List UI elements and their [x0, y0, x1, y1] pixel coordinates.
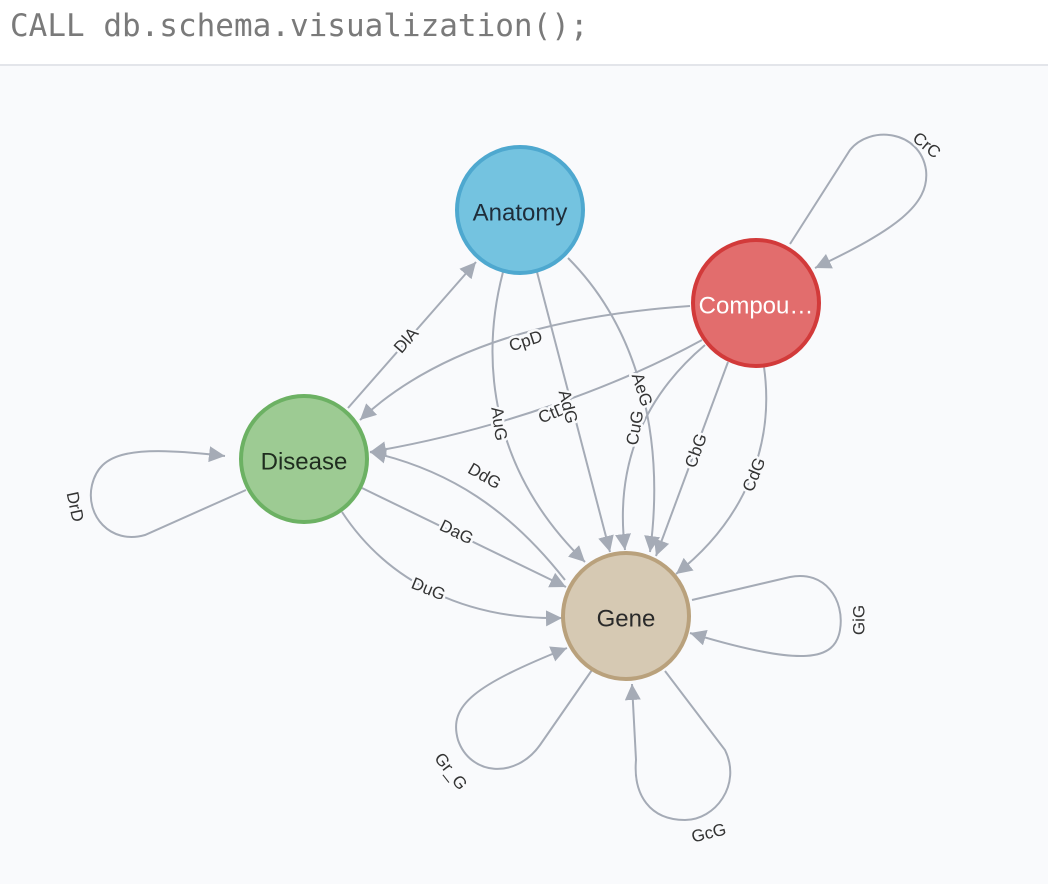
relationship-label-DuG: DuG	[409, 574, 449, 605]
node-gene[interactable]: Gene	[561, 551, 691, 681]
relationship-CrC[interactable]: CrC	[789, 126, 947, 269]
relationship-CbG[interactable]: CbG	[654, 361, 729, 557]
relationship-DlA[interactable]: DlA	[347, 261, 477, 409]
graph-canvas[interactable]: DlA CpD CtD AuG AdG AeG Cu	[0, 66, 1048, 884]
relationship-label-CbG: CbG	[681, 431, 711, 470]
relationship-label-AeG: AeG	[628, 371, 657, 409]
relationship-label-CpD: CpD	[507, 327, 545, 356]
node-anatomy[interactable]: Anatomy	[455, 145, 585, 275]
relationship-label-DrD: DrD	[63, 490, 88, 524]
node-disease[interactable]: Disease	[239, 394, 369, 524]
node-compound[interactable]: Compou…	[691, 238, 821, 368]
relationship-AeG[interactable]: AeG	[567, 257, 661, 553]
query-editor-bar[interactable]: CALL db.schema.visualization();	[0, 0, 1048, 66]
node-label-compound: Compou…	[699, 292, 814, 319]
relationship-label-CdG: CdG	[739, 455, 770, 495]
relationship-label-DdG: DdG	[465, 459, 505, 493]
relationship-label-CuG: CuG	[623, 409, 648, 447]
relationship-Gr_G[interactable]: Gr_G	[428, 646, 593, 796]
query-text[interactable]: CALL db.schema.visualization();	[10, 8, 589, 44]
relationship-CdG[interactable]: CdG	[675, 366, 772, 575]
relationship-GcG[interactable]: GcG	[624, 670, 732, 849]
relationship-DrD[interactable]: DrD	[60, 446, 247, 538]
relationship-CtD[interactable]: CtD	[369, 339, 703, 458]
node-label-gene: Gene	[597, 605, 656, 632]
relationship-label-AuG: AuG	[487, 406, 511, 442]
relationship-GiG[interactable]: GiG	[689, 574, 871, 657]
schema-graph[interactable]: DlA CpD CtD AuG AdG AeG Cu	[0, 66, 1048, 884]
node-label-anatomy: Anatomy	[473, 199, 568, 226]
relationship-label-DaG: DaG	[437, 516, 477, 548]
relationship-label-GcG: GcG	[689, 820, 728, 847]
node-label-disease: Disease	[261, 448, 348, 475]
relationship-label-Gr_G: Gr_G	[431, 749, 472, 793]
relationship-label-CrC: CrC	[909, 128, 944, 162]
relationship-label-GiG: GiG	[849, 605, 868, 635]
relationship-DdG[interactable]: DdG	[369, 447, 566, 581]
